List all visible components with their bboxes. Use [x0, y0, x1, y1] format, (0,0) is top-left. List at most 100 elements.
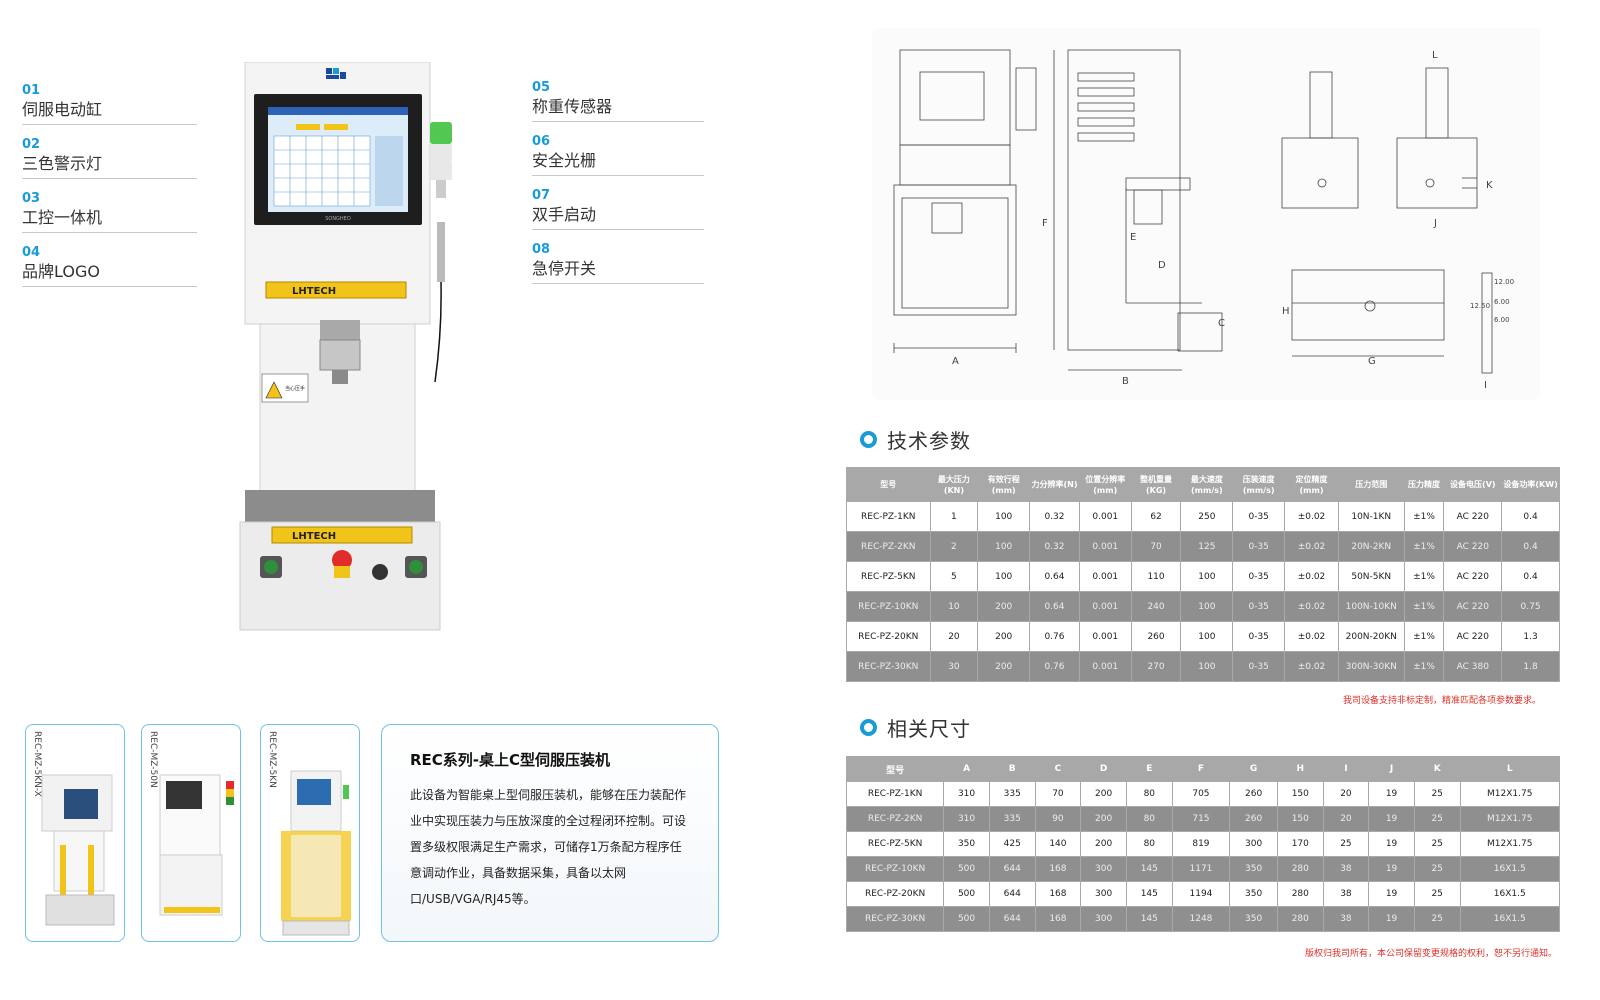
table-cell: 70	[1034, 781, 1082, 807]
table-cell: 1.3	[1501, 621, 1560, 652]
table-cell: 280	[1276, 856, 1324, 882]
table-cell: 19	[1368, 856, 1415, 882]
table-cell: AC 220	[1443, 621, 1503, 652]
table-cell: REC-PZ-5KN	[846, 561, 931, 592]
description-title: REC系列-桌上C型伺服压装机	[410, 751, 611, 769]
column-header: 设备电压(V)	[1443, 467, 1503, 502]
table-cell: 0-35	[1232, 531, 1286, 562]
dim-value-6-00-b: 6.00	[1494, 316, 1510, 324]
table-cell: 350	[1229, 906, 1278, 932]
table-cell: ±1%	[1403, 561, 1445, 592]
table-cell: REC-PZ-5KN	[845, 831, 945, 857]
column-header: 力分辨率(N)	[1029, 467, 1080, 502]
feature-number: 03	[22, 191, 41, 206]
table-cell: 25	[1322, 831, 1370, 857]
dim-value-12-00: 12.00	[1494, 278, 1514, 286]
table-cell: M12X1.75	[1459, 831, 1560, 857]
dims-section-header: 相关尺寸	[860, 713, 971, 742]
table-cell: ±0.02	[1284, 591, 1339, 622]
table-cell: REC-PZ-20KN	[845, 881, 945, 907]
table-cell: 145	[1125, 906, 1173, 932]
table-cell: 100	[977, 501, 1031, 532]
dim-label-i: I	[1484, 380, 1487, 391]
column-header: J	[1368, 756, 1415, 782]
column-header: 整机重量(KG)	[1130, 467, 1182, 502]
table-cell: 110	[1130, 561, 1182, 592]
table-cell: 300	[1080, 856, 1127, 882]
table-cell: 335	[988, 806, 1036, 832]
column-header: 型号	[845, 756, 945, 782]
table-cell: AC 220	[1443, 501, 1503, 532]
table-cell: 62	[1130, 501, 1182, 532]
table-cell: 0.75	[1501, 591, 1560, 622]
table-cell: 644	[988, 881, 1036, 907]
column-header: 设备功率(KW)	[1501, 467, 1560, 502]
column-header: F	[1171, 756, 1231, 782]
table-cell: 0.76	[1029, 621, 1080, 652]
table-cell: 270	[1130, 651, 1182, 682]
table-cell: 16X1.5	[1459, 856, 1560, 882]
table-cell: AC 380	[1443, 651, 1503, 682]
table-cell: 0.001	[1078, 531, 1132, 562]
table-cell: 5	[929, 561, 979, 592]
table-cell: 0-35	[1232, 501, 1286, 532]
table-cell: ±1%	[1403, 591, 1445, 622]
brand-logo-icon	[326, 68, 346, 79]
table-cell: AC 220	[1443, 561, 1503, 592]
table-cell: ±0.02	[1284, 501, 1339, 532]
table-cell: 90	[1034, 806, 1082, 832]
table-cell: 25	[1413, 831, 1461, 857]
section-ring-icon	[860, 431, 877, 448]
feature-label: 安全光栅	[532, 151, 597, 170]
table-cell: ±1%	[1403, 651, 1445, 682]
description-body: 此设备为智能桌上型伺服压装机，能够在压力装配作业中实现压装力与压放深度的全过程闭…	[410, 788, 687, 906]
table-cell: REC-PZ-1KN	[846, 501, 931, 532]
table-cell: 705	[1171, 781, 1231, 807]
column-header: B	[988, 756, 1036, 782]
table-cell: 168	[1034, 881, 1082, 907]
column-header: D	[1080, 756, 1127, 782]
table-cell: 0.001	[1078, 651, 1132, 682]
column-header: E	[1125, 756, 1173, 782]
table-cell: 200	[1080, 781, 1127, 807]
table-cell: 260	[1229, 781, 1278, 807]
table-cell: 100	[1180, 591, 1234, 622]
table-cell: 1248	[1171, 906, 1231, 932]
table-cell: 715	[1171, 806, 1231, 832]
table-cell: 145	[1125, 881, 1173, 907]
table-cell: ±0.02	[1284, 531, 1339, 562]
column-header: 位置分辨率(mm)	[1078, 467, 1132, 502]
table-cell: 16X1.5	[1459, 881, 1560, 907]
table-cell: 70	[1130, 531, 1182, 562]
dim-label-a: A	[952, 356, 959, 367]
feature-label: 工控一体机	[22, 208, 103, 227]
table-cell: 500	[943, 906, 990, 932]
table-cell: 80	[1125, 806, 1173, 832]
column-header: 最大压力(KN)	[929, 467, 979, 502]
table-cell: 200	[977, 591, 1031, 622]
thumbnail-1[interactable]: REC-MZ-5KN-X	[25, 724, 125, 942]
thumbnail-2[interactable]: REC-MZ-50N	[141, 724, 241, 942]
table-cell: ±0.02	[1284, 561, 1339, 592]
thumbnail-3[interactable]: REC-MZ-5KN	[260, 724, 360, 942]
dim-label-b: B	[1122, 376, 1129, 387]
table-cell: 140	[1034, 831, 1082, 857]
table-cell: 38	[1322, 881, 1370, 907]
table-cell: M12X1.75	[1459, 806, 1560, 832]
table-cell: 0.4	[1501, 531, 1560, 562]
feature-label: 三色警示灯	[22, 154, 103, 173]
table-cell: 350	[1229, 881, 1278, 907]
